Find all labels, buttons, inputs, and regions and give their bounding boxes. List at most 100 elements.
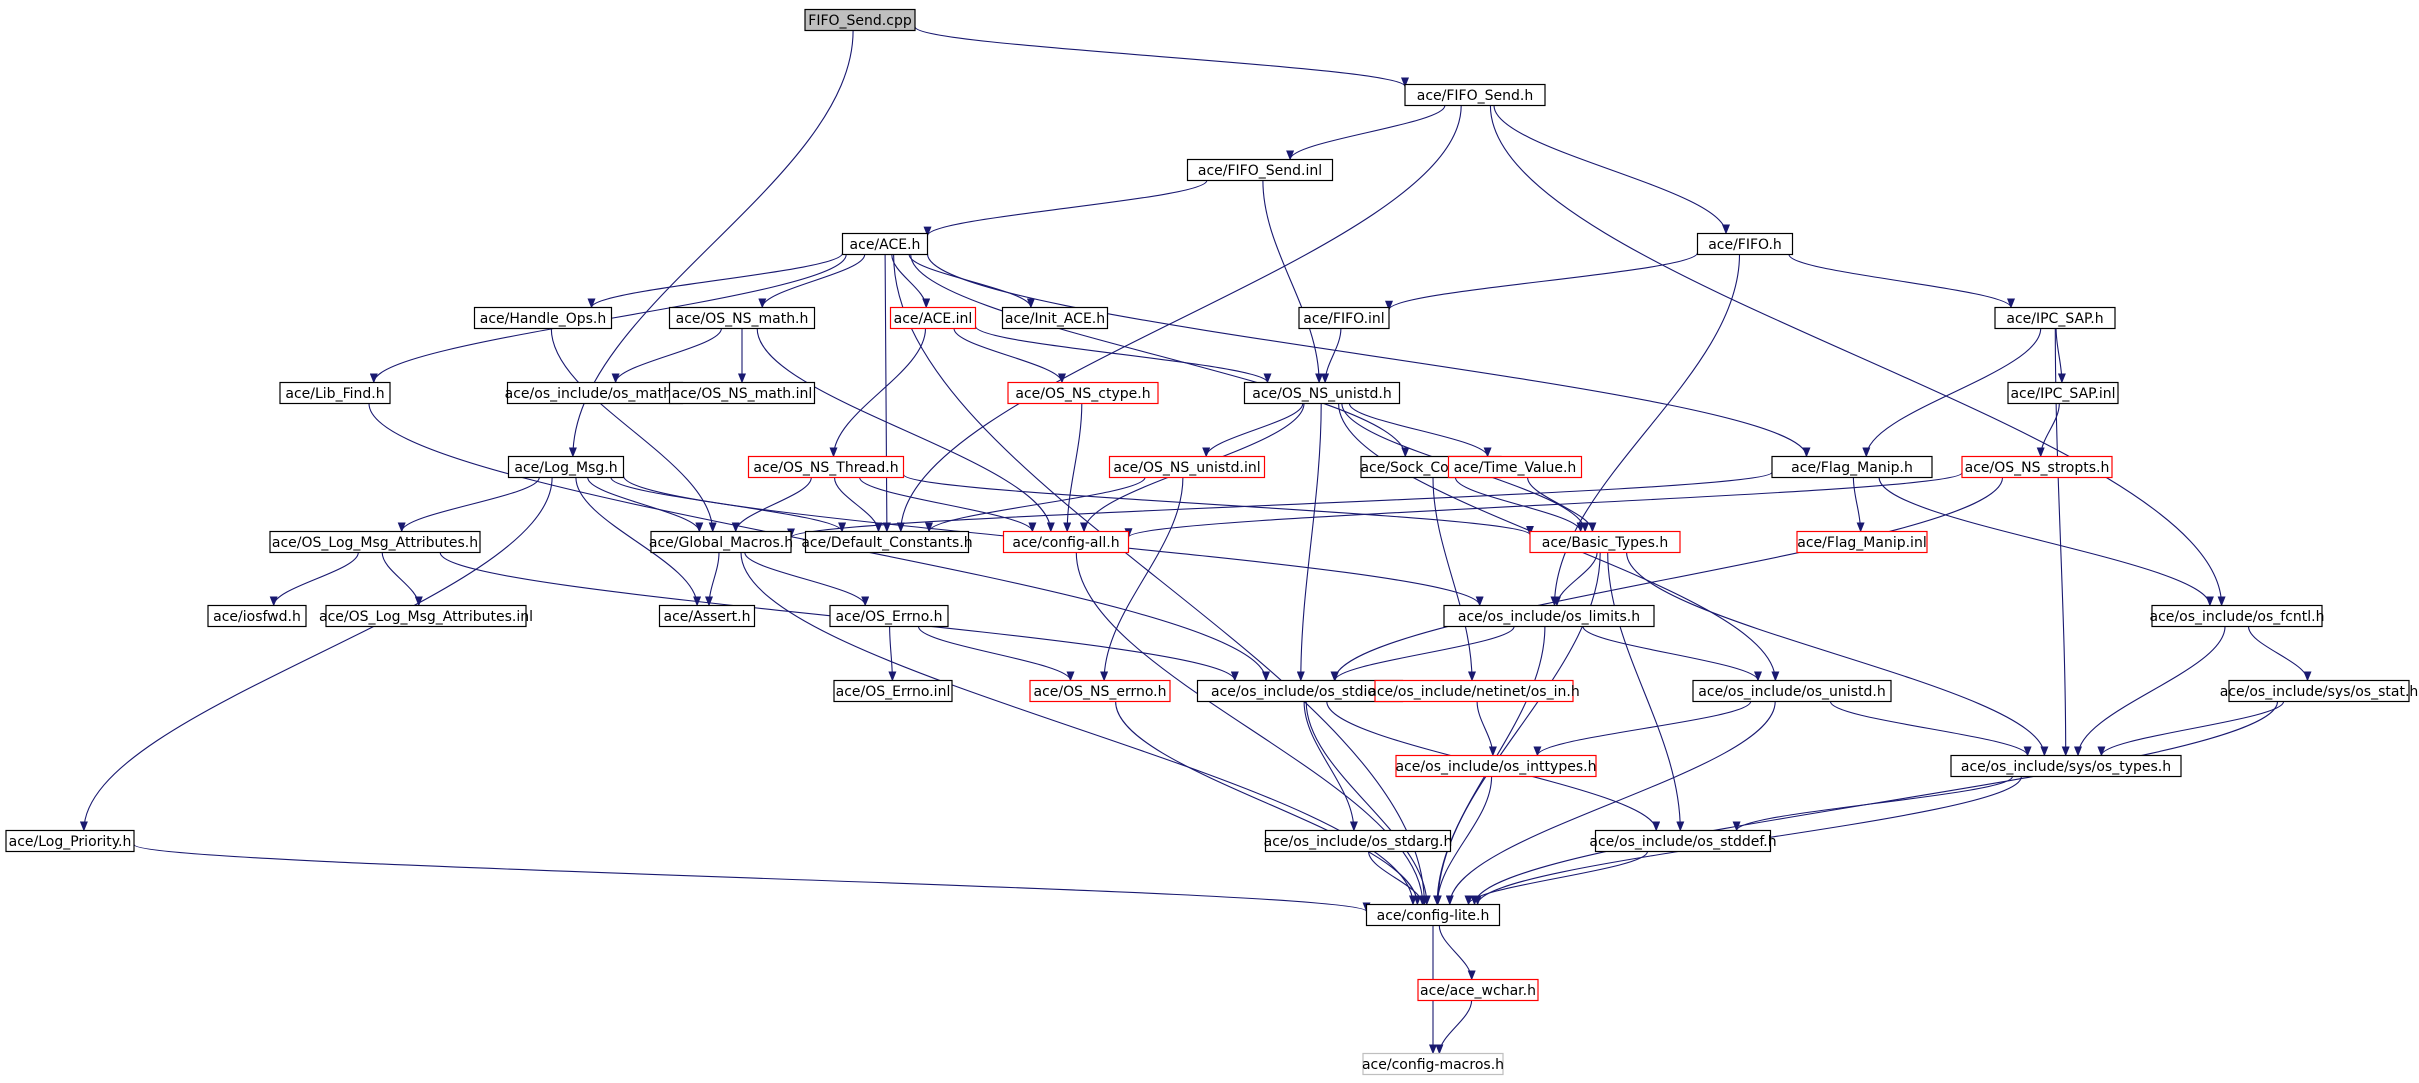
edge-n3-n16 <box>1262 180 1324 384</box>
node-box <box>1796 530 1928 554</box>
node-n26[interactable]: ace/Global_Macros.h <box>649 530 793 554</box>
node-n40[interactable]: ace/os_include/netinet/os_in.h <box>1368 679 1580 703</box>
node-box <box>841 232 929 256</box>
edge-n10-n16 <box>1321 328 1342 384</box>
node-n44[interactable]: ace/os_include/sys/os_types.h <box>1950 754 2182 778</box>
node-n13[interactable]: ace/os_include/os_math.h <box>505 381 686 405</box>
node-label: ace/OS_NS_unistd.inl <box>1113 460 1260 476</box>
node-n20[interactable]: ace/OS_NS_unistd.inl <box>1108 455 1266 479</box>
node-n4[interactable]: ace/ACE.h <box>841 232 929 256</box>
node-n3[interactable]: ace/FIFO_Send.inl <box>1186 158 1334 182</box>
node-n34[interactable]: ace/OS_Errno.h <box>829 604 949 628</box>
node-n5[interactable]: ace/FIFO.h <box>1696 232 1794 256</box>
node-n42[interactable]: ace/os_include/sys/os_stat.h <box>2220 679 2419 703</box>
node-n9[interactable]: ace/Init_ACE.h <box>1001 306 1109 330</box>
node-n41[interactable]: ace/os_include/os_unistd.h <box>1692 679 1892 703</box>
edge-n16-n39 <box>1296 403 1322 682</box>
node-box <box>804 530 970 554</box>
node-label: ace/Handle_Ops.h <box>480 311 607 327</box>
edge-n34-n38 <box>917 626 1075 682</box>
node-n28[interactable]: ace/config-all.h <box>1002 530 1130 554</box>
edge-n20-n27 <box>925 477 1146 533</box>
edge-n25-n32 <box>381 552 423 607</box>
node-label: ace/OS_NS_math.inl <box>672 386 813 402</box>
edge-n35-n41 <box>1582 626 1762 682</box>
node-n24[interactable]: ace/OS_NS_stropts.h <box>1961 455 2113 479</box>
node-label: ace/OS_Errno.inl <box>836 684 951 700</box>
node-n1[interactable]: FIFO_Send.cpp <box>804 8 916 32</box>
edge-n36-n42 <box>2247 626 2312 682</box>
node-n25[interactable]: ace/OS_Log_Msg_Attributes.h <box>269 530 481 554</box>
edge-layer <box>79 26 2312 1055</box>
node-n36[interactable]: ace/os_include/os_fcntl.h <box>2150 604 2325 628</box>
node-box <box>1365 903 1501 927</box>
node-n33[interactable]: ace/Assert.h <box>658 604 756 628</box>
node-n37[interactable]: ace/OS_Errno.inl <box>833 679 953 703</box>
node-n14[interactable]: ace/OS_NS_math.inl <box>668 381 816 405</box>
edge-n38-n48 <box>1115 701 1422 906</box>
node-label: ace/iosfwd.h <box>213 609 301 625</box>
node-label: ace/IPC_SAP.h <box>2006 311 2103 327</box>
node-n46[interactable]: ace/os_include/os_stdarg.h <box>1264 829 1453 853</box>
node-n11[interactable]: ace/IPC_SAP.h <box>1994 306 2116 330</box>
node-n15[interactable]: ace/OS_NS_ctype.h <box>1007 381 1159 405</box>
edge-n23-n30 <box>1852 477 1865 533</box>
node-n32[interactable]: ace/OS_Log_Msg_Attributes.inl <box>319 604 533 628</box>
node-label: ace/os_include/os_stdio.h <box>1211 684 1389 700</box>
node-n48[interactable]: ace/config-lite.h <box>1365 903 1501 927</box>
node-label: ace/OS_NS_unistd.h <box>1252 386 1392 402</box>
node-label: ace/os_include/sys/os_types.h <box>1961 759 2171 775</box>
edge-n1-n2 <box>914 26 1409 88</box>
node-n6[interactable]: ace/Handle_Ops.h <box>473 306 613 330</box>
node-n50[interactable]: ace/config-macros.h <box>1362 1052 1504 1076</box>
node-box <box>829 604 949 628</box>
node-box <box>207 604 307 628</box>
node-label: ace/os_include/os_fcntl.h <box>2150 609 2325 625</box>
edge-n2-n36 <box>1489 105 2226 607</box>
node-n2[interactable]: ace/FIFO_Send.h <box>1404 83 1546 107</box>
node-n43[interactable]: ace/os_include/os_inttypes.h <box>1395 754 1597 778</box>
node-n35[interactable]: ace/os_include/os_limits.h <box>1443 604 1655 628</box>
node-n29[interactable]: ace/Basic_Types.h <box>1529 530 1681 554</box>
node-n27[interactable]: ace/Default_Constants.h <box>801 530 973 554</box>
node-n49[interactable]: ace/ace_wchar.h <box>1417 978 1539 1002</box>
node-n7[interactable]: ace/OS_NS_math.h <box>668 306 816 330</box>
node-box <box>747 455 905 479</box>
edge-n7-n13 <box>611 328 722 384</box>
node-n47[interactable]: ace/os_include/os_stddef.h <box>1589 829 1777 853</box>
node-n17[interactable]: ace/IPC_SAP.inl <box>2007 381 2119 405</box>
node-n19[interactable]: ace/OS_NS_Thread.h <box>747 455 905 479</box>
node-n12[interactable]: ace/Lib_Find.h <box>279 381 391 405</box>
node-n38[interactable]: ace/OS_NS_errno.h <box>1029 679 1171 703</box>
node-n16[interactable]: ace/OS_NS_unistd.h <box>1243 381 1401 405</box>
node-n45[interactable]: ace/Log_Priority.h <box>5 829 135 853</box>
node-label: ace/OS_NS_math.h <box>676 311 809 327</box>
node-n30[interactable]: ace/Flag_Manip.inl <box>1796 530 1928 554</box>
node-box <box>1443 604 1655 628</box>
node-box <box>1002 530 1130 554</box>
node-label: ace/ace_wchar.h <box>1420 983 1536 999</box>
node-box <box>1029 679 1171 703</box>
node-label: ace/config-all.h <box>1012 535 1119 551</box>
node-box <box>5 829 135 853</box>
node-box <box>889 306 977 330</box>
node-label: ace/OS_Errno.h <box>836 609 943 625</box>
node-label: ace/OS_Log_Msg_Attributes.h <box>272 535 478 551</box>
edge-n39-n46 <box>1303 701 1358 832</box>
node-label: ace/Init_ACE.h <box>1005 311 1105 327</box>
node-label: ace/Default_Constants.h <box>801 535 972 551</box>
node-label: ace/Log_Priority.h <box>9 834 132 850</box>
node-label: FIFO_Send.cpp <box>808 13 912 29</box>
node-box <box>1243 381 1401 405</box>
edge-n4-n7 <box>758 254 866 309</box>
edge-n34-n37 <box>888 626 897 682</box>
node-box <box>1362 1052 1504 1076</box>
edge-n2-n3 <box>1286 105 1446 161</box>
node-n23[interactable]: ace/Flag_Manip.h <box>1771 455 1933 479</box>
node-n8[interactable]: ace/ACE.inl <box>889 306 977 330</box>
node-n18[interactable]: ace/Log_Msg.h <box>507 455 625 479</box>
node-n22[interactable]: ace/Time_Value.h <box>1447 455 1583 479</box>
node-n10[interactable]: ace/FIFO.inl <box>1298 306 1390 330</box>
node-n31[interactable]: ace/iosfwd.h <box>207 604 307 628</box>
edge-n8-n19 <box>829 328 927 458</box>
